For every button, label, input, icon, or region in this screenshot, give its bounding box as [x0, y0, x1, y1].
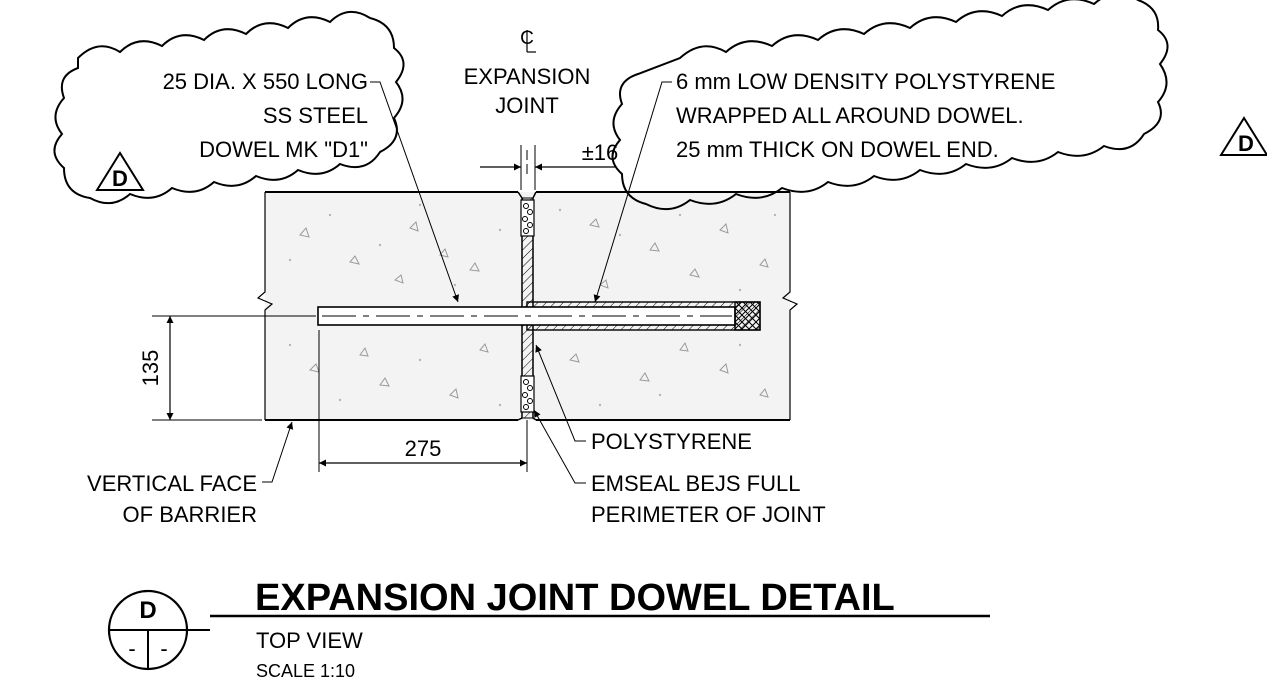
- centerline-label-2: JOINT: [495, 93, 559, 118]
- revision-triangle-right: D: [1219, 116, 1267, 156]
- wrap-callout-line-3: 25 mm THICK ON DOWEL END.: [676, 137, 999, 162]
- dowel: [317, 301, 761, 331]
- detail-scale: SCALE 1:10: [256, 661, 355, 681]
- dowel-callout-line-2: SS STEEL: [263, 103, 368, 128]
- revision-cloud-left: 25 DIA. X 550 LONG SS STEEL DOWEL MK "D1…: [53, 11, 405, 205]
- revision-tag-right: D: [1238, 131, 1254, 156]
- edge-distance-text: 135: [138, 350, 163, 387]
- embed-length-dimension: 275: [318, 330, 528, 472]
- dowel-callout-line-1: 25 DIA. X 550 LONG: [163, 69, 368, 94]
- embed-length-text: 275: [405, 436, 442, 461]
- detail-title-block: D - - EXPANSION JOINT DOWEL DETAIL TOP V…: [107, 577, 990, 681]
- barrier-face-label-2: OF BARRIER: [123, 502, 257, 527]
- dowel-callout-line-3: DOWEL MK "D1": [199, 137, 368, 162]
- emseal-label-2: PERIMETER OF JOINT: [591, 502, 826, 527]
- centerline-label-1: EXPANSION: [464, 64, 591, 89]
- leaders: [262, 81, 672, 484]
- emseal-label-1: EMSEAL BEJS FULL: [591, 471, 800, 496]
- sheet-ref-left: -: [128, 636, 135, 661]
- polystyrene-label: POLYSTYRENE: [591, 429, 752, 454]
- joint-centerline: C EXPANSION JOINT: [464, 28, 591, 175]
- wrap-callout-line-2: WRAPPED ALL AROUND DOWEL.: [676, 103, 1024, 128]
- dowel-end-cap: [734, 301, 761, 331]
- wrap-callout-line-1: 6 mm LOW DENSITY POLYSTYRENE: [676, 69, 1055, 94]
- revision-cloud-right: 6 mm LOW DENSITY POLYSTYRENE WRAPPED ALL…: [611, 0, 1169, 211]
- barrier-face-label-1: VERTICAL FACE: [87, 471, 257, 496]
- revision-triangle-left: D: [95, 151, 145, 191]
- detail-title: EXPANSION JOINT DOWEL DETAIL: [255, 577, 895, 619]
- gap-dimension: ±16: [480, 140, 618, 190]
- detail-view: TOP VIEW: [256, 628, 363, 653]
- detail-id: D: [139, 597, 156, 624]
- revision-tag-left: D: [112, 166, 128, 191]
- sheet-ref-right: -: [160, 636, 167, 661]
- edge-distance-dimension: 135: [138, 315, 316, 421]
